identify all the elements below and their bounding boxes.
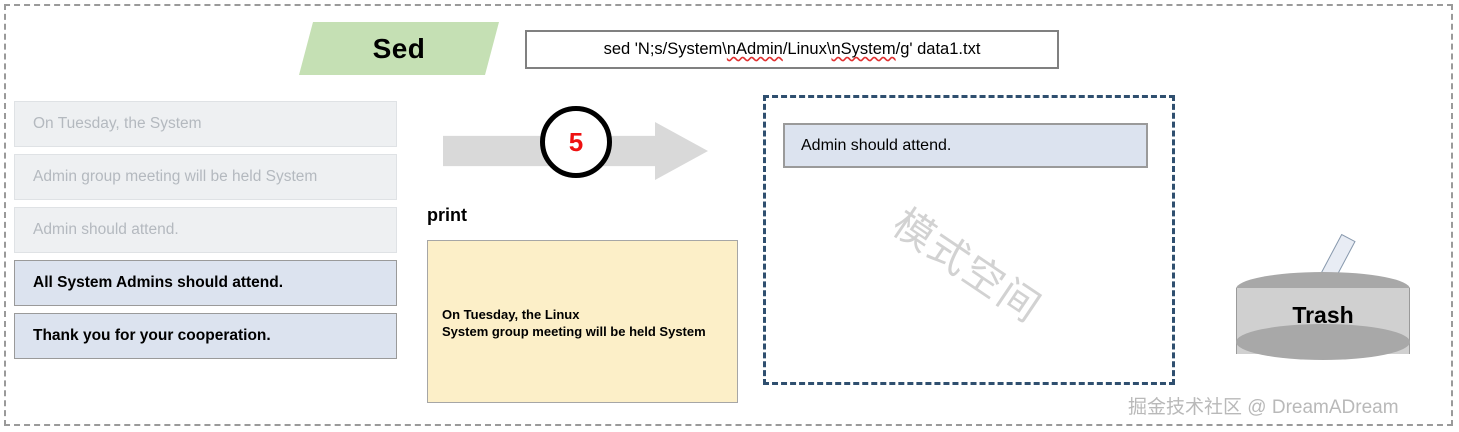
trash-can-icon: Trash — [1236, 272, 1410, 362]
command-suffix: /g' data1.txt — [895, 40, 981, 58]
line-text: Admin group meeting will be held System — [33, 168, 318, 185]
pattern-space-line: Admin should attend. — [783, 123, 1148, 168]
list-item[interactable]: Admin group meeting will be held System — [14, 154, 397, 200]
input-file-lines: On Tuesday, the System Admin group meeti… — [14, 101, 397, 366]
pattern-space-watermark: 模式空间 — [884, 200, 1049, 332]
command-middle: /Linux\ — [782, 40, 832, 58]
step-badge: 5 — [540, 106, 612, 178]
list-item[interactable]: On Tuesday, the System — [14, 101, 397, 147]
command-misspelled-two: nSystem — [831, 40, 896, 58]
list-item[interactable]: Admin should attend. — [14, 207, 397, 253]
step-number: 5 — [568, 126, 584, 157]
list-item[interactable]: All System Admins should attend. — [14, 260, 397, 306]
line-text: Thank you for your cooperation. — [33, 327, 271, 344]
command-prefix: sed 'N;s/System\ — [603, 40, 727, 58]
line-text: On Tuesday, the System — [33, 115, 202, 132]
tool-tag-sed: Sed — [299, 22, 499, 75]
site-watermark: 掘金技术社区 @ DreamADream — [1128, 397, 1399, 418]
command-misspelled-one: nAdmin — [726, 40, 783, 58]
output-box: On Tuesday, the Linux System group meeti… — [427, 240, 738, 403]
trash-rim-bottom — [1236, 324, 1410, 360]
line-text: Admin should attend. — [33, 221, 179, 238]
output-text: On Tuesday, the Linux System group meeti… — [442, 307, 706, 339]
list-item[interactable]: Thank you for your cooperation. — [14, 313, 397, 359]
command-box[interactable]: sed 'N;s/System\nAdmin/Linux\nSystem/g' … — [525, 30, 1059, 69]
flow-arrow-group: 5 — [443, 106, 708, 180]
pattern-space: Admin should attend. 模式空间 — [763, 95, 1175, 385]
command-text: sed 'N;s/System\nAdmin/Linux\nSystem/g' … — [604, 40, 981, 59]
trash-label: Trash — [1292, 302, 1354, 328]
line-text: All System Admins should attend. — [33, 274, 284, 291]
operation-label-print: print — [427, 205, 467, 225]
tool-tag-label: Sed — [372, 32, 426, 64]
pattern-space-line-text: Admin should attend. — [801, 136, 952, 154]
